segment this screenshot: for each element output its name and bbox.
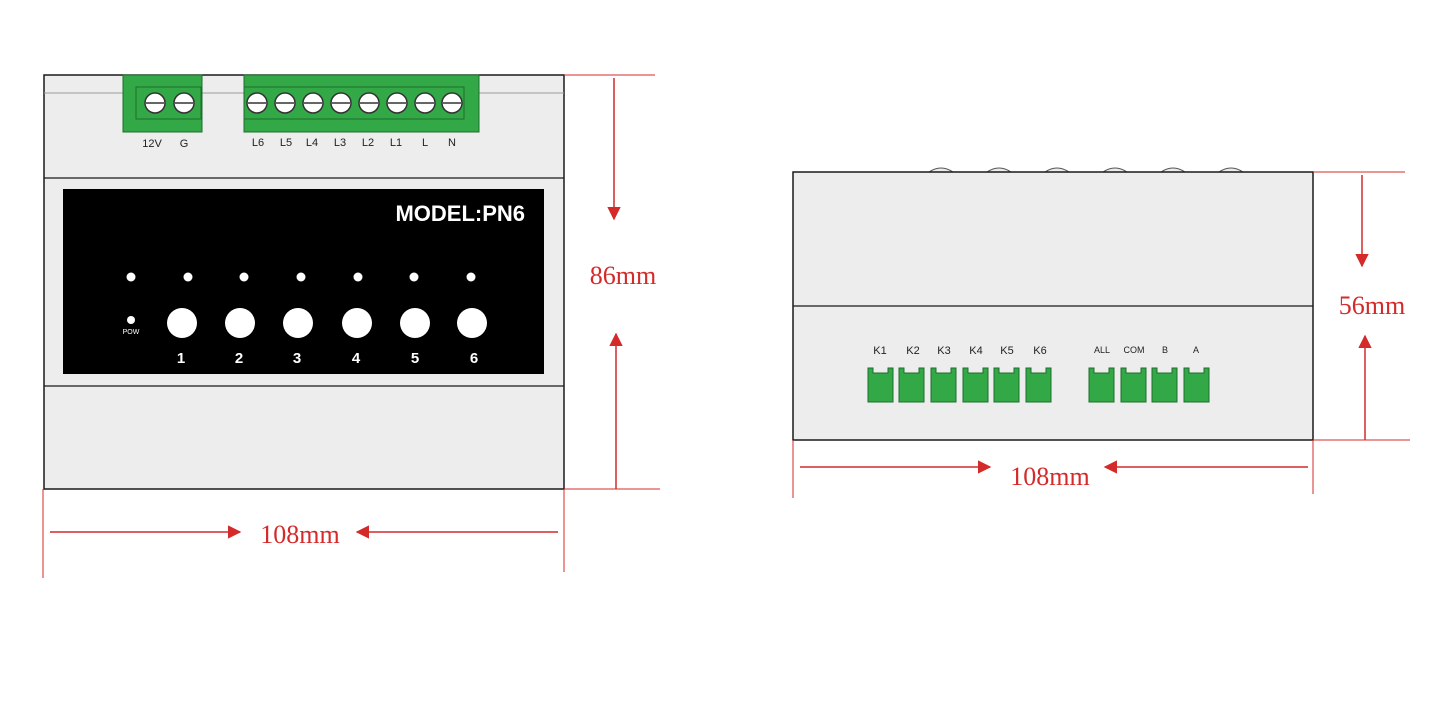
- side-width-label: 108mm: [1010, 462, 1089, 491]
- bus-connectors: [1088, 367, 1210, 403]
- button-4[interactable]: [342, 308, 372, 338]
- indicator-led: [409, 272, 419, 282]
- input-label-k3: K3: [937, 345, 950, 357]
- model-label: MODEL:PN6: [395, 201, 525, 226]
- indicator-led: [183, 272, 193, 282]
- input-label-k2: K2: [906, 345, 919, 357]
- terminal-label-l5: L5: [280, 137, 292, 149]
- bus-label-a: A: [1193, 345, 1199, 355]
- side-view: K1 K2 K3 K4 K5 K6 ALL COM B A: [792, 167, 1410, 498]
- bus-label-all: ALL: [1094, 345, 1110, 355]
- input-label-k4: K4: [969, 345, 982, 357]
- indicator-led: [296, 272, 306, 282]
- input-label-k6: K6: [1033, 345, 1046, 357]
- terminal-label-l1: L1: [390, 137, 402, 149]
- front-height-dimension: [564, 74, 660, 490]
- power-terminal-block: [122, 74, 203, 133]
- button-number: 1: [177, 350, 185, 367]
- terminal-screw: [274, 92, 296, 114]
- button-1[interactable]: [167, 308, 197, 338]
- button-2[interactable]: [225, 308, 255, 338]
- button-5[interactable]: [400, 308, 430, 338]
- terminal-label-l4: L4: [306, 137, 318, 149]
- button-number: 4: [352, 350, 361, 367]
- button-3[interactable]: [283, 308, 313, 338]
- front-view: 12V G L6 L5 L4 L3 L2 L1 L N MODEL:PN6: [42, 74, 660, 578]
- side-height-label: 56mm: [1339, 291, 1405, 320]
- side-width-dimension: [792, 440, 1314, 498]
- terminal-screw: [441, 92, 463, 114]
- terminal-screw: [414, 92, 436, 114]
- terminal-screw: [144, 92, 166, 114]
- input-label-k5: K5: [1000, 345, 1013, 357]
- terminal-screw: [386, 92, 408, 114]
- bus-label-com: COM: [1124, 345, 1145, 355]
- terminal-screw: [302, 92, 324, 114]
- terminal-screw: [330, 92, 352, 114]
- side-height-dimension: [1313, 171, 1410, 441]
- terminal-label-l3: L3: [334, 137, 346, 149]
- terminal-label-12v: 12V: [142, 138, 162, 150]
- button-number: 2: [235, 350, 243, 367]
- front-width-label: 108mm: [260, 520, 339, 549]
- top-knobs: [928, 167, 1244, 173]
- button-number: 6: [470, 350, 478, 367]
- terminal-label-g: G: [180, 138, 189, 150]
- terminal-screw: [358, 92, 380, 114]
- power-led: [127, 316, 135, 324]
- front-width-dimension: [42, 489, 565, 578]
- front-height-label: 86mm: [590, 261, 656, 290]
- button-number: 3: [293, 350, 301, 367]
- bus-label-b: B: [1162, 345, 1168, 355]
- terminal-label-n: N: [448, 137, 456, 149]
- button-number: 5: [411, 350, 419, 367]
- button-6[interactable]: [457, 308, 487, 338]
- indicator-led: [353, 272, 363, 282]
- terminal-label-l2: L2: [362, 137, 374, 149]
- load-terminal-block: [243, 74, 480, 133]
- input-label-k1: K1: [873, 345, 886, 357]
- indicator-led: [466, 272, 476, 282]
- terminal-screw: [173, 92, 195, 114]
- terminal-label-l6: L6: [252, 137, 264, 149]
- indicator-led: [239, 272, 249, 282]
- input-connectors: [867, 367, 1052, 403]
- terminal-label-l: L: [422, 137, 428, 149]
- power-indicator-label: POW: [123, 329, 140, 336]
- control-panel: [63, 189, 544, 374]
- indicator-led: [126, 272, 136, 282]
- terminal-screw: [246, 92, 268, 114]
